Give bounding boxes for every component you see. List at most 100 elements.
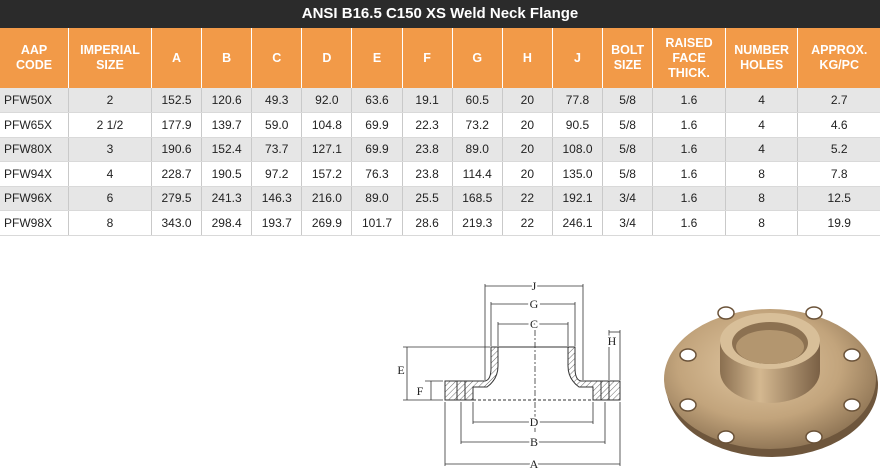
column-header-line: RAISED — [665, 35, 713, 50]
table-cell: 152.4 — [201, 137, 253, 162]
table-cell: 19.1 — [402, 88, 453, 113]
table-cell: 63.6 — [351, 88, 403, 113]
table-cell: 19.9 — [797, 210, 880, 236]
label-c: C — [530, 317, 538, 331]
table-cell: 279.5 — [151, 186, 203, 211]
table-cell: 73.7 — [251, 137, 303, 162]
table-cell: 7.8 — [797, 161, 880, 187]
table-cell: 89.0 — [351, 186, 403, 211]
column-header: B — [201, 28, 253, 88]
table-cell: 59.0 — [251, 112, 303, 138]
column-header: G — [452, 28, 503, 88]
label-b: B — [530, 435, 538, 449]
product-code-cell: PFW65X — [0, 112, 70, 138]
column-header-line: B — [222, 50, 232, 65]
table-cell: 177.9 — [151, 112, 203, 138]
table-cell: 20 — [502, 112, 553, 138]
table-cell: 135.0 — [552, 161, 604, 187]
table-cell: 3 — [68, 137, 152, 162]
column-header-line: FACE — [672, 50, 706, 65]
column-header: F — [402, 28, 453, 88]
column-header: J — [552, 28, 604, 88]
table-cell: 20 — [502, 161, 553, 187]
column-header-line: IMPERIAL — [80, 43, 140, 57]
table-cell: 190.5 — [201, 161, 253, 187]
table-cell: 1.6 — [652, 137, 726, 162]
product-code-cell: PFW98X — [0, 210, 70, 236]
table-cell: 1.6 — [652, 112, 726, 138]
table-cell: 28.6 — [402, 210, 453, 236]
table-cell: 20 — [502, 137, 553, 162]
column-header-line: G — [472, 50, 483, 65]
label-d: D — [530, 415, 539, 429]
table-cell: 104.8 — [301, 112, 353, 138]
table-cell: 1.6 — [652, 161, 726, 187]
table-cell: 77.8 — [552, 88, 604, 113]
table-cell: 90.5 — [552, 112, 604, 138]
column-header: APPROX.KG/PC — [797, 28, 880, 88]
table-cell: 22 — [502, 186, 553, 211]
table-cell: 157.2 — [301, 161, 353, 187]
table-cell: 97.2 — [251, 161, 303, 187]
table-cell: 114.4 — [452, 161, 503, 187]
table-cell: 69.9 — [351, 112, 403, 138]
table-cell: 190.6 — [151, 137, 203, 162]
product-code-cell: PFW96X — [0, 186, 70, 211]
column-header: D — [301, 28, 353, 88]
table-cell: 76.3 — [351, 161, 403, 187]
table-cell: 219.3 — [452, 210, 503, 236]
table-cell: 192.1 — [552, 186, 604, 211]
table-cell: 228.7 — [151, 161, 203, 187]
table-cell: 5/8 — [602, 112, 654, 138]
column-header: C — [251, 28, 303, 88]
table-cell: 101.7 — [351, 210, 403, 236]
table-cell: 60.5 — [452, 88, 503, 113]
column-header-line: J — [574, 50, 581, 65]
label-j: J — [532, 279, 537, 293]
table-cell: 127.1 — [301, 137, 353, 162]
table-cell: 69.9 — [351, 137, 403, 162]
column-header-line: AAP — [20, 43, 48, 57]
column-header: E — [351, 28, 403, 88]
table-cell: 23.8 — [402, 137, 453, 162]
column-header-line: A — [171, 50, 181, 65]
flange-cross-section-diagram: J G C H E F D B A — [395, 277, 621, 472]
table-cell: 12.5 — [797, 186, 880, 211]
table-cell: 25.5 — [402, 186, 453, 211]
label-a: A — [530, 457, 539, 471]
table-cell: 2 1/2 — [68, 112, 152, 138]
table-cell: 1.6 — [652, 186, 726, 211]
table-cell: 343.0 — [151, 210, 203, 236]
label-g: G — [530, 297, 539, 311]
table-cell: 3/4 — [602, 186, 654, 211]
table-cell: 3/4 — [602, 210, 654, 236]
table-cell: 1.6 — [652, 210, 726, 236]
table-cell: 22.3 — [402, 112, 453, 138]
table-cell: 120.6 — [201, 88, 253, 113]
label-f: F — [417, 384, 424, 398]
table-cell: 8 — [725, 186, 799, 211]
table-cell: 4 — [725, 88, 799, 113]
table-cell: 8 — [725, 161, 799, 187]
table-cell: 22 — [502, 210, 553, 236]
column-header-line: NUMBER — [734, 43, 790, 57]
table-cell: 8 — [725, 210, 799, 236]
column-header-line: APPROX. — [811, 43, 868, 57]
column-header-line: E — [372, 50, 382, 65]
table-cell: 193.7 — [251, 210, 303, 236]
table-cell: 4.6 — [797, 112, 880, 138]
column-header-line: HOLES — [740, 58, 784, 72]
flange-section — [444, 330, 621, 432]
table-cell: 5/8 — [602, 161, 654, 187]
table-title: ANSI B16.5 C150 XS Weld Neck Flange — [0, 0, 880, 28]
spec-table-container: ANSI B16.5 C150 XS Weld Neck Flange AAP C… — [0, 0, 880, 236]
product-code-cell: PFW80X — [0, 137, 70, 162]
table-cell: 139.7 — [201, 112, 253, 138]
